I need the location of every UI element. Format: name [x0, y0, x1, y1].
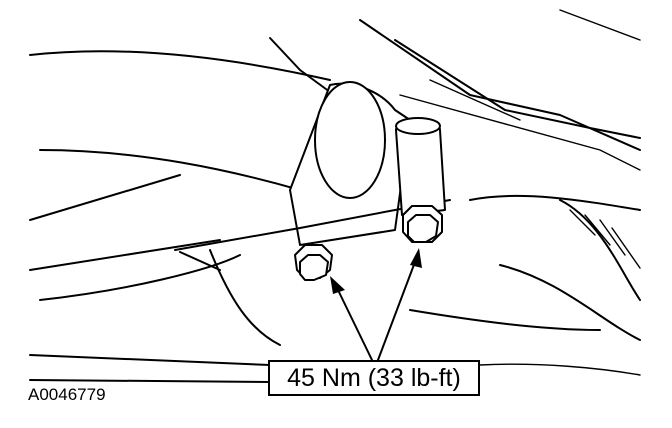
- frame-rail: [269, 9, 641, 171]
- torque-callout-label: 45 Nm (33 lb-ft): [287, 363, 461, 392]
- hex-nut-icon: [294, 244, 333, 281]
- torque-callout: 45 Nm (33 lb-ft): [268, 360, 480, 396]
- right-body-panel: [409, 194, 641, 341]
- u-bolt-right-leg: [395, 117, 446, 216]
- ground-line: [479, 363, 641, 376]
- muffler-body: [29, 249, 281, 383]
- hex-bolt-icon: [402, 205, 443, 243]
- torque-leader-arrows: [330, 248, 422, 361]
- clamp-saddle: [174, 81, 451, 271]
- figure-id: A0046779: [28, 385, 106, 404]
- exhaust-pipe: [29, 50, 331, 271]
